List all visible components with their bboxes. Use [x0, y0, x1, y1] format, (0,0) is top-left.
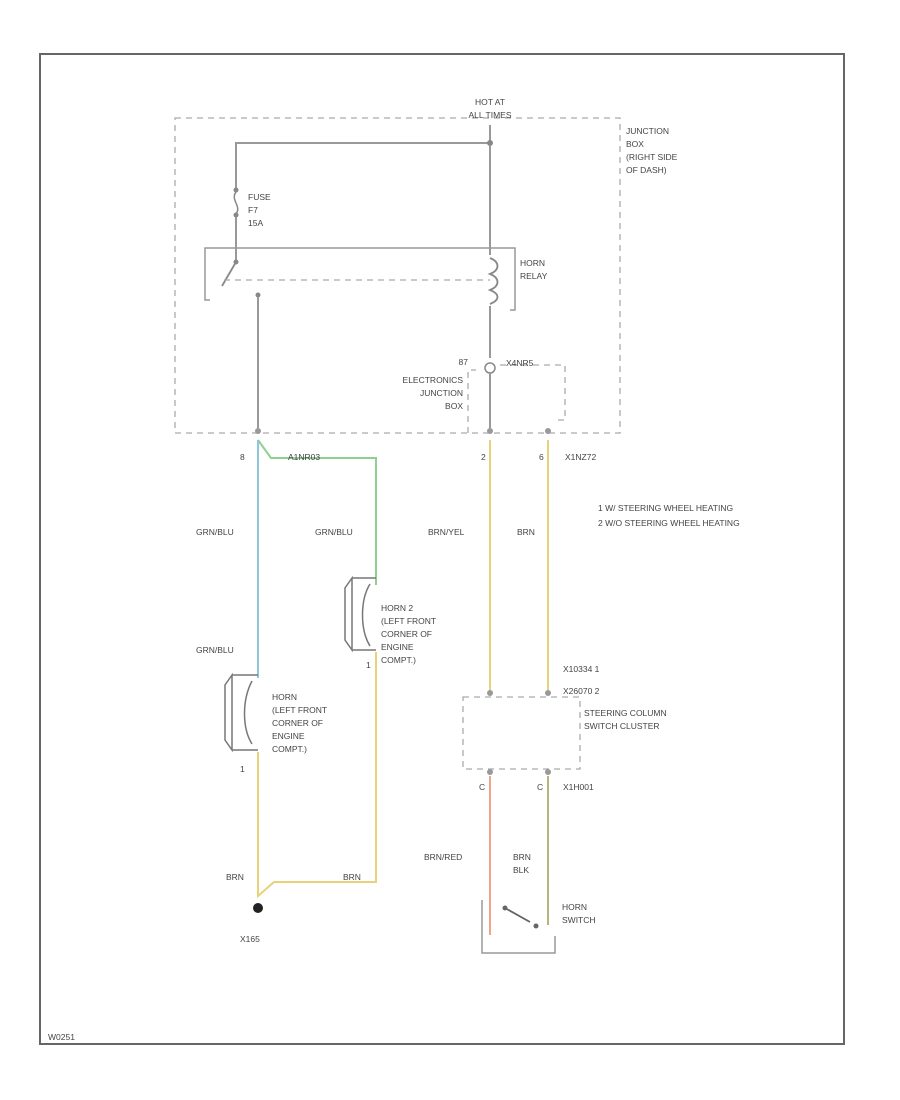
ejb-label-2: JUNCTION	[420, 388, 463, 398]
fuse-label-2: F7	[248, 205, 258, 215]
sccs-bottom-conn: X1H001	[563, 782, 594, 792]
horn2-label-2: (LEFT FRONT	[381, 616, 436, 626]
horn2-label-5: COMPT.)	[381, 655, 416, 665]
horn-switch-label-1: HORN	[562, 902, 587, 912]
wire-horn2: GRN/BLU	[315, 527, 353, 537]
ejb-label-1: ELECTRONICS	[403, 375, 464, 385]
jb-label-3: (RIGHT SIDE	[626, 152, 678, 162]
horn2-feed-wire	[257, 439, 377, 585]
ejb-connector-num: 87	[459, 357, 469, 367]
horn1-label-5: COMPT.)	[272, 744, 307, 754]
jb-connector-right: X1NZ72	[565, 452, 596, 462]
bus-splice-dot	[487, 140, 493, 146]
horn-ground-wire	[257, 652, 377, 899]
fuse-symbol	[233, 191, 239, 215]
relay-contact-terminal	[255, 292, 261, 298]
horn-switch-box	[481, 900, 556, 954]
horn-switch-pivot	[502, 905, 508, 911]
relay-switch-pivot	[233, 259, 239, 265]
horn2-symbol	[344, 575, 376, 653]
ejb-connector: X4NR5	[506, 358, 534, 368]
jb-pin-2-terminal	[487, 428, 493, 434]
fuse-label-3: 15A	[248, 218, 263, 228]
legend-1: 1 W/ STEERING WHEEL HEATING	[598, 503, 733, 513]
legend-2: 2 W/O STEERING WHEEL HEATING	[598, 518, 740, 528]
ground-label: X165	[240, 934, 260, 944]
relay-coil-symbol	[487, 257, 499, 305]
wire-brn-blk-1: BRN	[513, 852, 531, 862]
horn-switch-label-2: SWITCH	[562, 915, 596, 925]
horn-switch-contact	[504, 907, 531, 923]
horn1-label-1: HORN	[272, 692, 297, 702]
relay-label-1: HORN	[520, 258, 545, 268]
fuse-label-1: FUSE	[248, 192, 271, 202]
horn-relay-box	[204, 247, 516, 311]
jb-label-1: JUNCTION	[626, 126, 669, 136]
power-bus-wire	[235, 125, 491, 190]
diagram-id: W0251	[48, 1032, 75, 1042]
jb-pin-left: 8	[240, 452, 245, 462]
sccs-pin-right: C	[537, 782, 543, 792]
jb-label-4: OF DASH)	[626, 165, 667, 175]
horn-switch-terminal	[533, 923, 539, 929]
ejb-label-3: BOX	[445, 401, 463, 411]
sccs-conn-1: X10334 1	[563, 664, 600, 674]
sccs-conn-2: X26070 2	[563, 686, 600, 696]
sccs-label-2: SWITCH CLUSTER	[584, 721, 660, 731]
relay-label-2: RELAY	[520, 271, 548, 281]
wire-brnred: BRN/RED	[424, 852, 462, 862]
horn1-symbol	[224, 672, 258, 753]
sccs-pin-c-right-terminal	[545, 769, 551, 775]
sccs-outline	[462, 696, 581, 770]
wire-brn-left: BRN	[226, 872, 244, 882]
wire-mid: BRN/YEL	[428, 527, 465, 537]
wire-brn-blk-2: BLK	[513, 865, 529, 875]
ground-point	[253, 903, 263, 913]
horn1-pin: 1	[240, 764, 245, 774]
sccs-pin-1-terminal	[487, 690, 493, 696]
jb-pin-6-terminal	[545, 428, 551, 434]
power-label-1: HOT AT	[475, 97, 505, 107]
sccs-pin-left: C	[479, 782, 485, 792]
sccs-pin-2-terminal	[545, 690, 551, 696]
horn2-label-1: HORN 2	[381, 603, 413, 613]
wire-right: BRN	[517, 527, 535, 537]
power-label-2: ALL TIMES	[469, 110, 512, 120]
horn2-label-3: CORNER OF	[381, 629, 432, 639]
jb-pin-mid: 2	[481, 452, 486, 462]
wire-left-upper: GRN/BLU	[196, 527, 234, 537]
fuse-bottom-terminal	[233, 212, 239, 218]
horn1-label-3: CORNER OF	[272, 718, 323, 728]
jb-pin-right: 6	[539, 452, 544, 462]
diagram-frame	[39, 53, 845, 1045]
horn1-label-2: (LEFT FRONT	[272, 705, 327, 715]
relay-switch-contact	[221, 261, 237, 287]
ejb-connector-icon	[484, 362, 496, 374]
splice-label: A1NR03	[288, 452, 320, 462]
horn2-pin: 1	[366, 660, 371, 670]
wire-brn-right: BRN	[343, 872, 361, 882]
jb-pin-8-terminal	[255, 428, 261, 434]
sccs-pin-c-left-terminal	[487, 769, 493, 775]
wire-left-lower: GRN/BLU	[196, 645, 234, 655]
horn2-label-4: ENGINE	[381, 642, 414, 652]
sccs-label-1: STEERING COLUMN	[584, 708, 667, 718]
horn1-label-4: ENGINE	[272, 731, 305, 741]
fuse-top-terminal	[233, 187, 239, 193]
junction-box-outline	[174, 117, 621, 434]
ejb-outline	[467, 364, 566, 433]
jb-label-2: BOX	[626, 139, 644, 149]
